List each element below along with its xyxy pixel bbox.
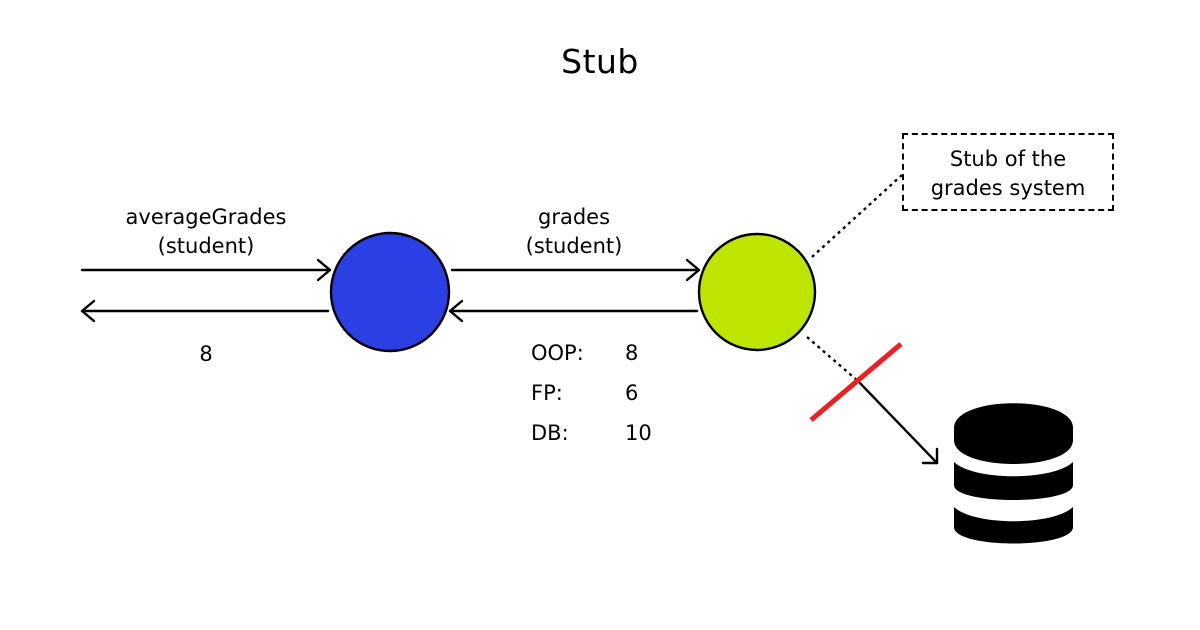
average-grades-return-arrow <box>80 299 330 323</box>
grade-value: 6 <box>625 381 639 405</box>
database-disk-bottom <box>954 507 1073 544</box>
grades-return-arrow <box>448 299 699 323</box>
grade-value: 10 <box>625 421 652 445</box>
caller-node <box>329 231 451 353</box>
stub-database-link-dotted <box>806 336 859 382</box>
stub-callout-line2: grades system <box>930 176 1086 200</box>
average-grades-call-label-line2: (student) <box>157 234 255 258</box>
cut-line <box>809 342 903 422</box>
database-icon <box>954 403 1073 544</box>
average-grades-return-value: 8 <box>199 342 213 366</box>
grades-call-label: grades (student) <box>484 203 664 261</box>
grades-call-arrow <box>450 258 701 282</box>
stub-node <box>697 232 817 352</box>
diagram-title: Stub <box>561 42 639 81</box>
grade-subject: FP: <box>531 381 563 405</box>
grade-value: 8 <box>625 341 639 365</box>
database-disk-middle <box>954 462 1073 500</box>
stub-callout: Stub of the grades system <box>902 133 1114 211</box>
average-grades-call-arrow <box>80 258 332 282</box>
database-disk-top <box>954 403 1073 464</box>
grade-subject: DB: <box>531 421 569 445</box>
grades-call-label-line2: (student) <box>525 234 623 258</box>
stub-callout-line1: Stub of the <box>949 147 1067 171</box>
average-grades-call-label: averageGrades (student) <box>96 203 316 261</box>
average-grades-call-label-line1: averageGrades <box>125 205 287 229</box>
callout-connector <box>811 174 903 258</box>
grade-subject: OOP: <box>531 341 584 365</box>
grades-call-label-line1: grades <box>537 205 611 229</box>
database-arrow <box>856 379 939 465</box>
